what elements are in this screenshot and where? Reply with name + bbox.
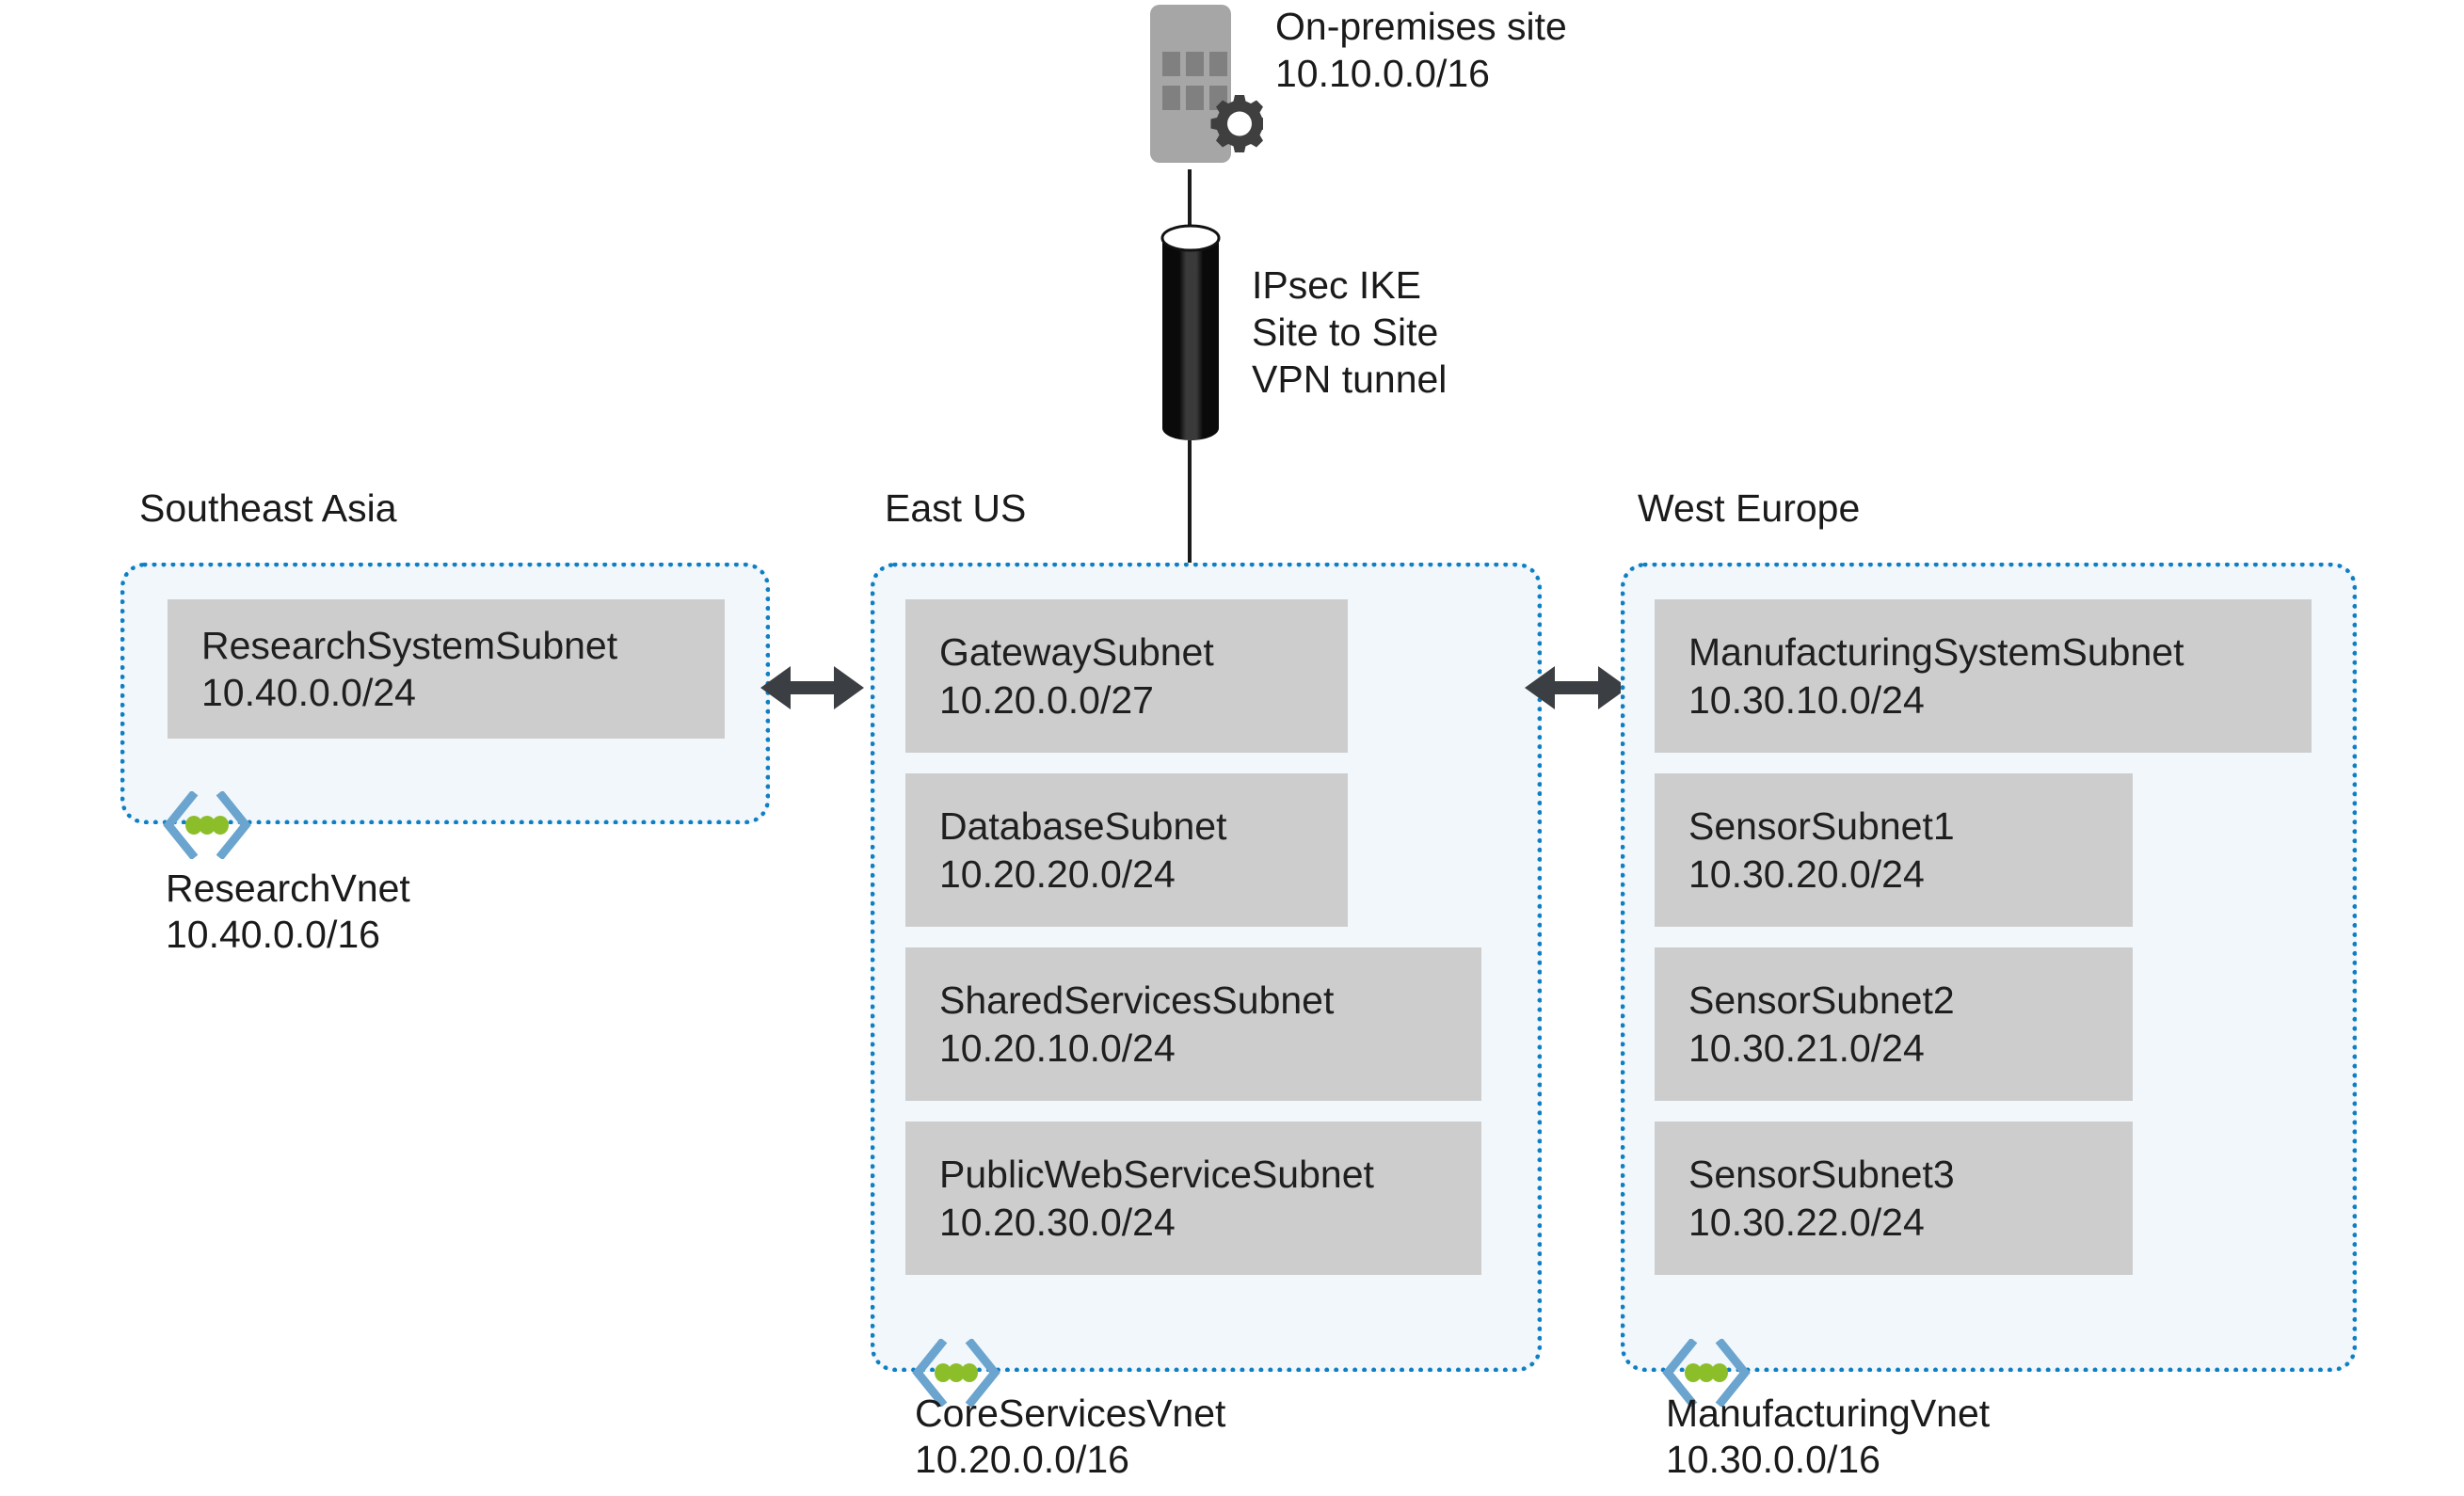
onpremises-cidr: 10.10.0.0/16 [1275, 52, 1490, 96]
vnet-label-coreservicesvnet: CoreServicesVnet 10.20.0.0/16 [915, 1391, 1225, 1483]
peering-arrow-east-us-west-europe[interactable] [1525, 657, 1628, 724]
subnet-cidr: 10.30.10.0/24 [1688, 677, 1925, 722]
subnet-name: ResearchSystemSubnet [201, 623, 618, 667]
onpremises-label: On-premises site 10.10.0.0/16 [1275, 3, 1567, 97]
subnet-sensor-2[interactable]: SensorSubnet2 10.30.21.0/24 [1655, 947, 2133, 1101]
subnet-cidr: 10.20.20.0/24 [939, 851, 1176, 896]
vnet-icon-coreservicesvnet [911, 1337, 1001, 1408]
vnet-name: CoreServicesVnet [915, 1392, 1226, 1435]
vpn-tunnel-icon [1160, 224, 1222, 447]
tunnel-label-line1: IPsec IKE [1252, 263, 1422, 307]
onpremises-name: On-premises site [1275, 5, 1567, 48]
vnet-cidr: 10.40.0.0/16 [166, 913, 380, 957]
subnet-cidr: 10.20.10.0/24 [939, 1026, 1176, 1070]
vnet-label-researchvnet: ResearchVnet 10.40.0.0/16 [166, 866, 410, 958]
region-label-southeast-asia: Southeast Asia [139, 486, 397, 530]
subnet-database[interactable]: DatabaseSubnet 10.20.20.0/24 [905, 773, 1348, 927]
vnet-name: ResearchVnet [166, 867, 410, 910]
vnet-name: ManufacturingVnet [1666, 1392, 1991, 1435]
subnet-name: ManufacturingSystemSubnet [1688, 630, 2184, 675]
subnet-cidr: 10.20.30.0/24 [939, 1200, 1176, 1244]
vnet-icon-manufacturingvnet [1661, 1337, 1752, 1408]
subnet-name: SensorSubnet1 [1688, 804, 1955, 849]
region-label-west-europe: West Europe [1638, 486, 1861, 530]
vnet-label-manufacturingvnet: ManufacturingVnet 10.30.0.0/16 [1666, 1391, 1990, 1483]
subnet-sensor-1[interactable]: SensorSubnet1 10.30.20.0/24 [1655, 773, 2133, 927]
subnet-research-system[interactable]: ResearchSystemSubnet 10.40.0.0/24 [168, 599, 725, 739]
subnet-shared-services[interactable]: SharedServicesSubnet 10.20.10.0/24 [905, 947, 1481, 1101]
subnet-name: SensorSubnet3 [1688, 1153, 1955, 1197]
subnet-cidr: 10.40.0.0/24 [201, 671, 416, 714]
tunnel-label-line3: VPN tunnel [1252, 358, 1448, 402]
tunnel-line-lower [1188, 440, 1192, 566]
subnet-name: PublicWebServiceSubnet [939, 1153, 1374, 1197]
onpremises-datacenter-icon [1150, 5, 1269, 169]
tunnel-line-upper [1188, 169, 1192, 231]
subnet-cidr: 10.20.0.0/27 [939, 677, 1154, 722]
subnet-name: DatabaseSubnet [939, 804, 1227, 849]
subnet-gateway[interactable]: GatewaySubnet 10.20.0.0/27 [905, 599, 1348, 753]
subnet-name: SensorSubnet2 [1688, 979, 1955, 1023]
subnet-cidr: 10.30.22.0/24 [1688, 1200, 1925, 1244]
subnet-manufacturing-system[interactable]: ManufacturingSystemSubnet 10.30.10.0/24 [1655, 599, 2312, 753]
subnet-name: SharedServicesSubnet [939, 979, 1335, 1023]
subnet-cidr: 10.30.21.0/24 [1688, 1026, 1925, 1070]
region-label-east-us: East US [885, 486, 1027, 530]
subnet-name: GatewaySubnet [939, 630, 1214, 675]
subnet-public-web-service[interactable]: PublicWebServiceSubnet 10.20.30.0/24 [905, 1122, 1481, 1275]
tunnel-label-line2: Site to Site [1252, 310, 1439, 355]
subnet-cidr: 10.30.20.0/24 [1688, 851, 1925, 896]
vnet-cidr: 10.20.0.0/16 [915, 1438, 1129, 1482]
vnet-icon-researchvnet [162, 789, 252, 861]
vnet-cidr: 10.30.0.0/16 [1666, 1438, 1880, 1482]
subnet-sensor-3[interactable]: SensorSubnet3 10.30.22.0/24 [1655, 1122, 2133, 1275]
peering-arrow-southeast-asia-east-us[interactable] [760, 657, 864, 724]
tunnel-label: IPsec IKE Site to Site VPN tunnel [1252, 262, 1447, 403]
